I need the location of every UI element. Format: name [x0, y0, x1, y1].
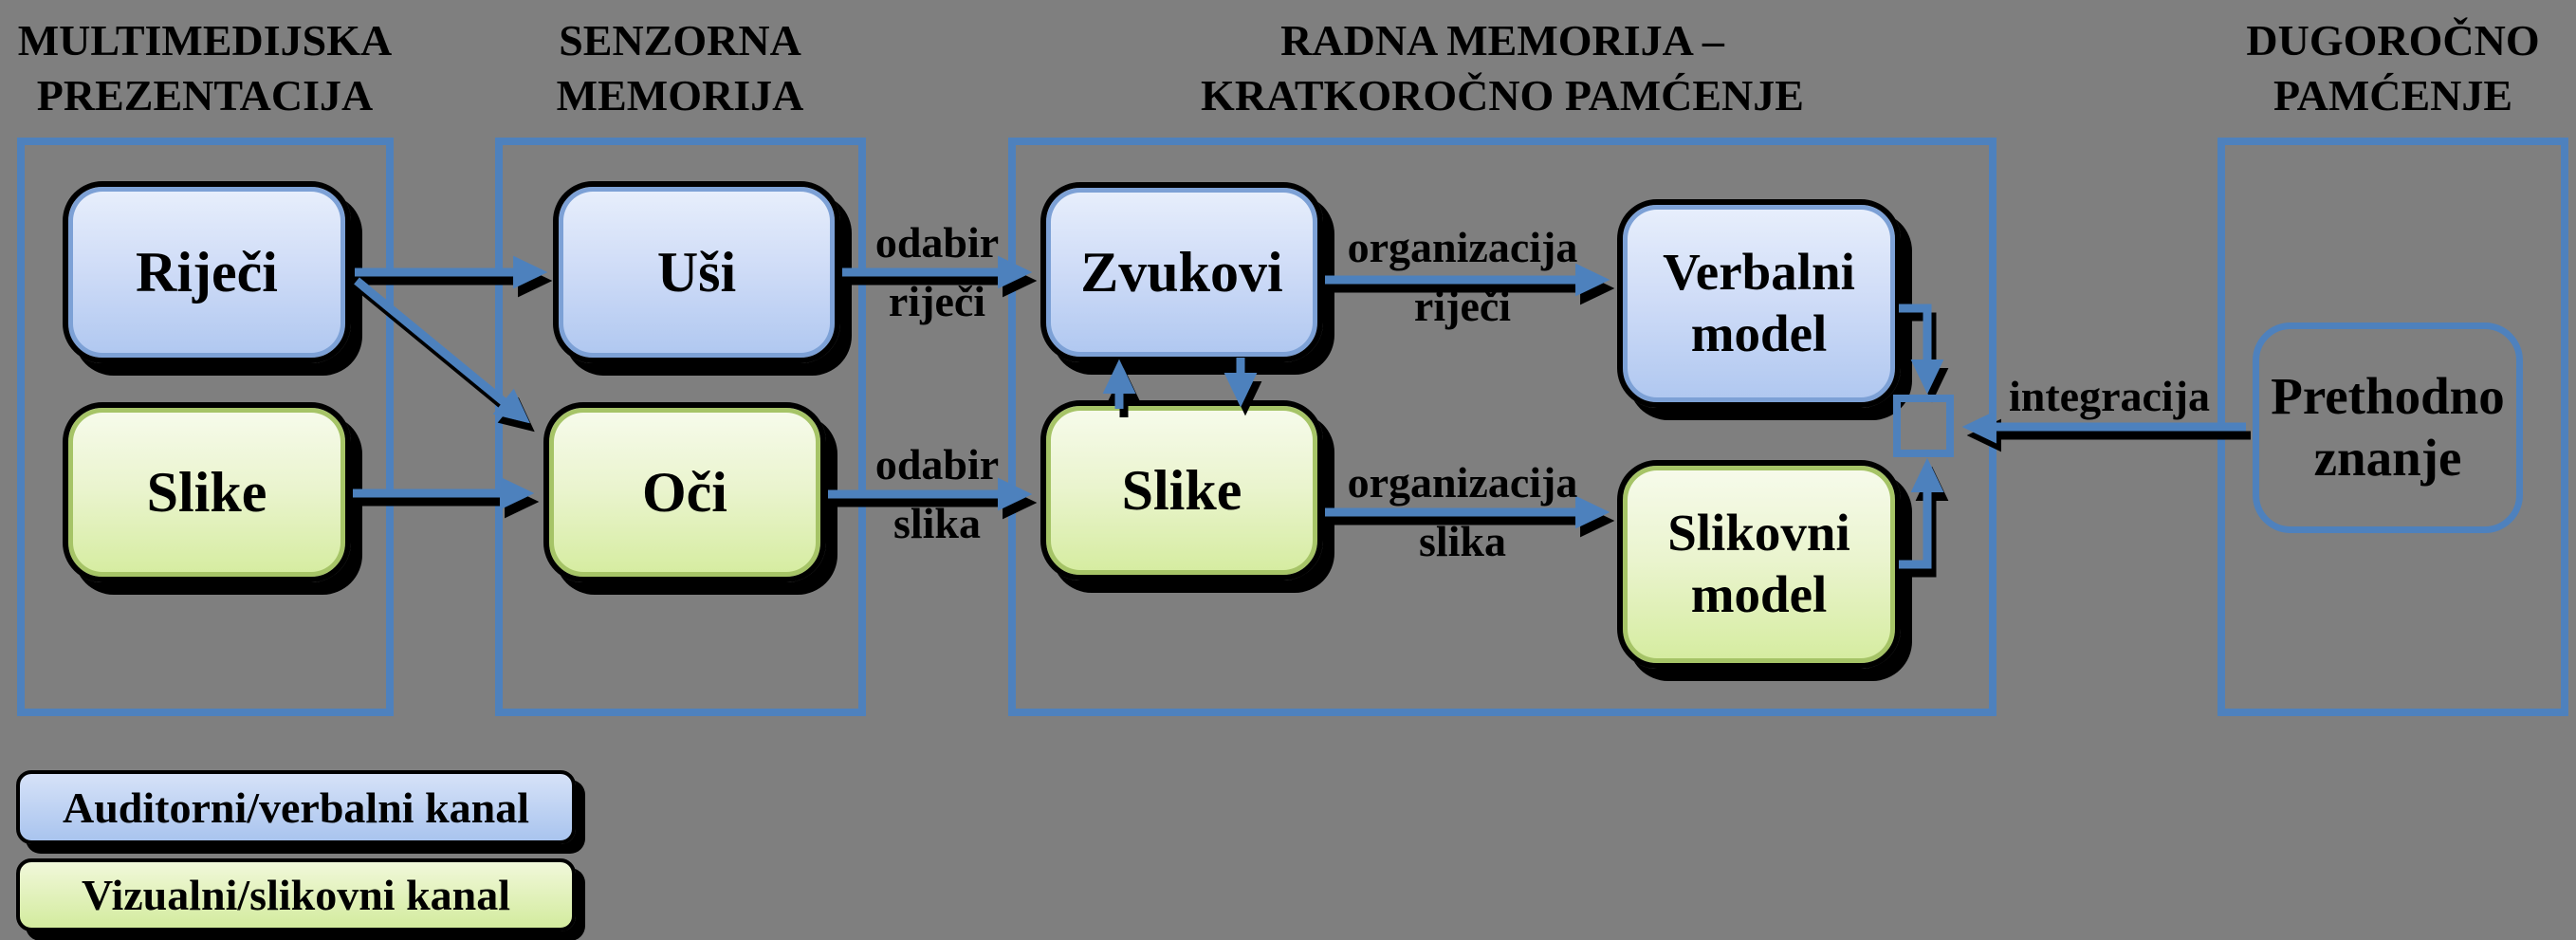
edge-label-line: riječi [888, 277, 986, 325]
edge-label-line: organizacija [1347, 458, 1578, 507]
node-label: Riječi [136, 240, 278, 304]
node-rijeci: Riječi [63, 181, 351, 363]
node-label: Slike [1121, 458, 1242, 522]
edge-label-line: integracija [2008, 372, 2211, 420]
edge-label-line: odabir [874, 218, 1000, 267]
node-label: Zvukovi [1080, 240, 1283, 304]
column-title-sensory: SENZORNA MEMORIJA [490, 13, 870, 122]
title-line: SENZORNA [559, 16, 801, 65]
node-label-line: znanje [2313, 429, 2462, 487]
node-label-line: Slikovni [1667, 504, 1850, 562]
title-line: MULTIMEDIJSKA [17, 16, 393, 65]
container-sensory [495, 138, 866, 716]
title-line: PAMĆENJE [2272, 70, 2513, 120]
node-slikovni-model: Slikovni model [1617, 460, 1901, 669]
edge-label-integracija: integracija [2009, 375, 2210, 418]
node-prethodno-znanje: Prethodno znanje [2253, 323, 2523, 533]
column-title-longterm: DUGOROČNO PAMĆENJE [2217, 13, 2568, 122]
node-zvukovi: Zvukovi [1040, 182, 1323, 362]
edge-label-line: organizacija [1347, 223, 1578, 271]
node-label-line: Prethodno [2271, 367, 2505, 426]
node-label: Slike [146, 460, 267, 524]
column-title-multimedia: MULTIMEDIJSKA PREZENTACIJA [15, 13, 395, 122]
edge-label-line: riječi [1413, 282, 1512, 330]
title-line: PREZENTACIJA [36, 70, 374, 120]
legend-visual-pictorial-channel: Vizualni/slikovni kanal [16, 858, 576, 931]
node-slike-input: Slike [63, 402, 351, 582]
edge-label-line: slika [892, 499, 982, 547]
edge-label-odabir-slika: odabir slika [875, 443, 999, 545]
legend-label: Auditorni/verbalni kanal [62, 783, 530, 832]
title-line: DUGOROČNO [2246, 16, 2540, 65]
column-title-working-memory: RADNA MEMORIJA – KRATKOROČNO PAMĆENJE [1008, 13, 1996, 122]
node-verbalni-model: Verbalni model [1617, 199, 1901, 408]
container-multimedia [17, 138, 394, 716]
legend-auditory-verbal-channel: Auditorni/verbalni kanal [16, 770, 576, 844]
legend-label: Vizualni/slikovni kanal [81, 871, 511, 919]
node-oci: Oči [543, 402, 826, 582]
title-line: RADNA MEMORIJA – [1280, 16, 1724, 65]
node-label-line: model [1690, 304, 1828, 362]
title-line: MEMORIJA [556, 70, 804, 120]
edge-label-organizacija-rijeci: organizacija riječi [1348, 226, 1578, 328]
node-usi: Uši [553, 181, 840, 363]
node-label: Uši [656, 240, 737, 304]
title-line: KRATKOROČNO PAMĆENJE [1201, 70, 1804, 120]
node-label-line: model [1690, 565, 1828, 623]
node-label-line: Verbalni [1663, 243, 1855, 302]
node-label: Oči [642, 460, 727, 524]
node-slike-working: Slike [1040, 400, 1323, 581]
edge-label-line: odabir [874, 440, 1000, 488]
edge-label-line: slika [1418, 517, 1507, 565]
edge-label-organizacija-slika: organizacija slika [1348, 461, 1578, 563]
edge-label-odabir-rijeci: odabir riječi [875, 221, 999, 323]
